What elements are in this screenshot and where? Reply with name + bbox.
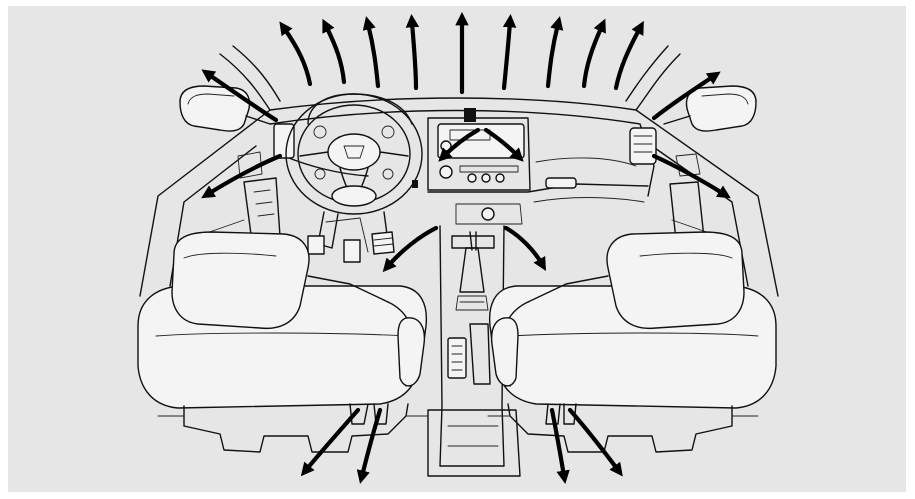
parking-brake	[469, 323, 491, 385]
defrost-arrow	[613, 20, 644, 91]
center-console-stack	[427, 108, 531, 225]
side-defog-arrow	[651, 71, 721, 121]
floor-arrow	[382, 225, 439, 273]
right-headrest	[606, 231, 745, 330]
center-tunnel	[427, 225, 521, 477]
side-defog-arrow	[201, 69, 279, 123]
climate-knob-left	[439, 165, 453, 179]
diagram-frame	[8, 6, 906, 492]
pedals	[307, 217, 395, 263]
car-interior-airflow-diagram	[137, 11, 779, 484]
center-vent-arrow	[438, 127, 481, 162]
side-window-arrows	[201, 69, 731, 199]
center-vent-arrow	[483, 127, 524, 162]
defrost-arrow	[362, 16, 381, 89]
left-dash-vent	[273, 123, 295, 159]
dashboard	[269, 109, 657, 203]
defrost-arrow	[501, 13, 517, 91]
right-dash-vent	[629, 127, 657, 165]
side-defog-arrow	[201, 153, 283, 199]
rear-floor-arrow	[356, 407, 383, 484]
windshield-defrost-arrows	[279, 11, 644, 95]
side-defog-arrow	[651, 153, 731, 199]
defrost-arrow	[405, 13, 420, 91]
hazard-button	[464, 108, 476, 122]
floor-arrow	[503, 225, 547, 272]
defrost-arrow	[545, 16, 564, 89]
defrost-arrow	[322, 18, 347, 85]
right-side-mirror	[663, 85, 757, 132]
rear-floor-arrow	[567, 407, 623, 477]
cup-holder	[447, 337, 467, 379]
rear-floor-arrow	[300, 407, 361, 477]
steering-wheel	[285, 93, 423, 249]
left-side-mirror	[179, 85, 271, 132]
center-dash-arrows	[438, 127, 524, 162]
left-headrest	[171, 231, 310, 330]
radio-unit	[437, 123, 525, 159]
floor-vent-arrows	[382, 225, 547, 273]
horn-pad	[327, 133, 381, 171]
left-front-seat	[137, 231, 429, 453]
defrost-arrow	[581, 18, 606, 89]
defrost-arrow	[279, 21, 313, 87]
rear-floor-arrow	[549, 407, 570, 484]
rear-floor-arrows	[300, 407, 623, 484]
gear-shifter	[459, 247, 485, 293]
right-front-seat	[487, 231, 777, 453]
windshield-frame	[219, 45, 681, 111]
